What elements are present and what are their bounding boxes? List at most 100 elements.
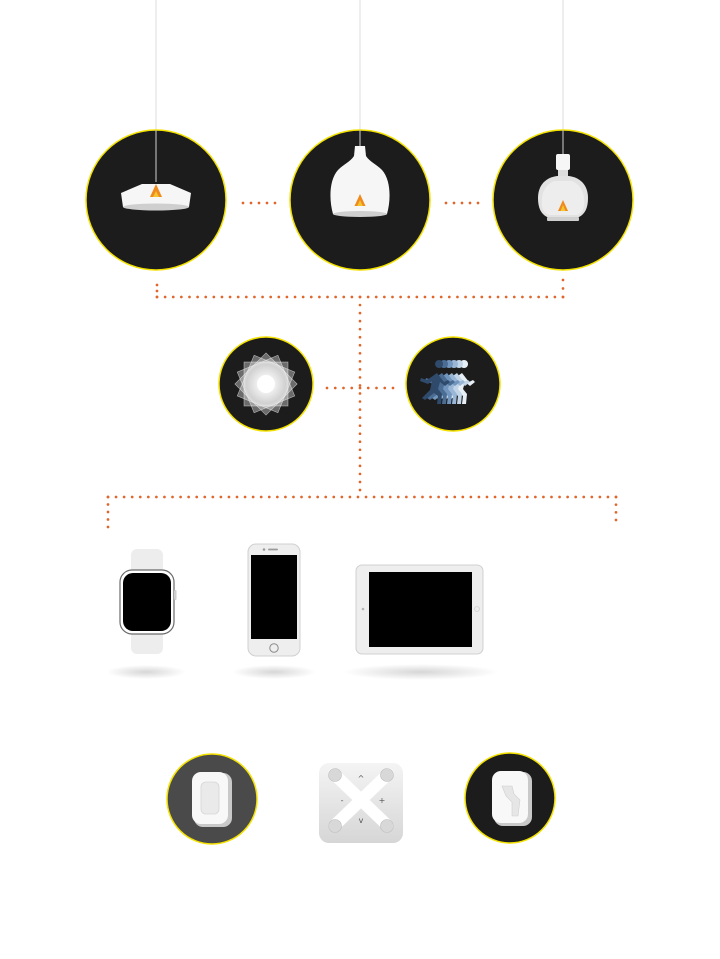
wall-switch-icon xyxy=(192,772,232,827)
connector-dot xyxy=(342,295,346,299)
connector-dot xyxy=(421,495,424,499)
connector-dot xyxy=(316,495,320,499)
connector-dot xyxy=(332,495,336,499)
connector-dot xyxy=(163,495,166,499)
connector-dot xyxy=(534,495,537,499)
home-button[interactable] xyxy=(269,643,279,653)
connector-dot xyxy=(259,495,263,499)
pendant-lamp-dome-icon xyxy=(121,184,191,211)
connector-dot xyxy=(267,495,271,499)
lamp-node-bell[interactable] xyxy=(289,129,431,271)
connector-dot xyxy=(456,295,459,299)
connector-dot xyxy=(445,495,449,499)
connector-dot xyxy=(333,386,337,390)
connector-dot xyxy=(561,295,565,299)
ambient-light-star-icon xyxy=(234,352,298,416)
connector-dot xyxy=(269,295,273,299)
connector-dot xyxy=(285,295,289,299)
connector-dot xyxy=(358,400,362,403)
connector-dot xyxy=(537,295,540,299)
connector-dot xyxy=(358,384,362,387)
connector-dot xyxy=(521,295,524,299)
connector-dot xyxy=(358,327,362,331)
connector-dot xyxy=(253,295,256,299)
remote-corner-button[interactable] xyxy=(380,819,394,833)
connector-dot xyxy=(461,495,465,499)
connector-dot xyxy=(561,287,565,290)
connector-dot xyxy=(358,424,362,428)
connector-dot xyxy=(388,495,392,499)
remote-corner-button[interactable] xyxy=(380,768,394,782)
controller-node-switch[interactable] xyxy=(166,753,258,845)
connector-dot xyxy=(366,386,370,390)
connector-dot xyxy=(598,495,602,499)
connector-dot xyxy=(374,295,378,299)
connector-dot xyxy=(228,295,232,299)
connector-dot xyxy=(358,359,362,363)
connector-dot xyxy=(261,295,264,299)
smartwatch-icon[interactable] xyxy=(119,549,177,654)
mode-node-motion[interactable] xyxy=(405,336,501,432)
connector-dot xyxy=(372,495,376,499)
connector-dot xyxy=(130,495,134,499)
dotted-connectors xyxy=(106,201,618,529)
connector-dot xyxy=(326,295,329,299)
x-remote-icon[interactable]: - + ^ v xyxy=(319,763,403,843)
connector-dot xyxy=(517,495,521,499)
connector-dot xyxy=(358,408,362,411)
remote-down-label: v xyxy=(359,816,364,825)
connector-dot xyxy=(439,295,443,299)
connector-dot xyxy=(358,472,362,476)
connector-dot xyxy=(391,386,395,390)
connector-dot xyxy=(606,495,610,499)
connector-dot xyxy=(525,495,529,499)
connector-dot xyxy=(257,201,261,205)
connector-dot xyxy=(493,495,497,499)
smartphone-icon[interactable] xyxy=(247,543,301,657)
remote-corner-button[interactable] xyxy=(328,819,342,833)
connector-dot xyxy=(325,386,329,390)
connector-dot xyxy=(582,495,586,499)
connector-dot xyxy=(404,495,408,499)
connector-dot xyxy=(452,201,456,205)
connector-dot xyxy=(171,495,174,499)
connector-dot xyxy=(284,495,287,499)
connector-dot xyxy=(561,278,565,282)
pendant-lamp-bell-icon xyxy=(330,146,390,217)
connector-dot xyxy=(469,495,473,499)
connector-dot xyxy=(542,495,545,499)
connector-dot xyxy=(334,295,337,299)
connector-dot xyxy=(444,201,448,205)
connector-dot xyxy=(219,495,223,499)
pendant-lamp-bulb-icon xyxy=(538,154,588,221)
connector-dot xyxy=(614,503,618,507)
connector-dot xyxy=(574,495,578,499)
motion-runner-icon xyxy=(420,360,475,404)
connector-dot xyxy=(358,368,362,371)
home-button[interactable] xyxy=(474,606,480,612)
connector-dot xyxy=(318,295,321,299)
connector-dot xyxy=(275,495,279,499)
connector-dot xyxy=(106,503,110,506)
connector-dot xyxy=(146,495,150,499)
connector-dot xyxy=(293,295,297,299)
connector-dot xyxy=(358,488,362,492)
tablet-icon[interactable] xyxy=(355,564,484,655)
lamp-node-bulb[interactable] xyxy=(492,129,634,271)
connector-dot xyxy=(358,311,362,315)
connector-dot xyxy=(480,295,484,299)
mode-node-ambient[interactable] xyxy=(218,336,314,432)
controller-node-sensor[interactable] xyxy=(464,752,556,844)
lamp-node-dome[interactable] xyxy=(85,129,227,271)
connector-dot xyxy=(155,289,159,293)
connector-dot xyxy=(477,495,481,499)
connector-dot xyxy=(195,495,199,499)
connector-dot xyxy=(292,495,295,499)
connector-dot xyxy=(358,464,362,468)
connector-dot xyxy=(504,295,508,299)
remote-corner-button[interactable] xyxy=(328,768,342,782)
connector-dot xyxy=(179,495,182,499)
connector-dot xyxy=(358,480,362,484)
connector-dot xyxy=(391,295,394,299)
connector-dot xyxy=(358,392,362,395)
